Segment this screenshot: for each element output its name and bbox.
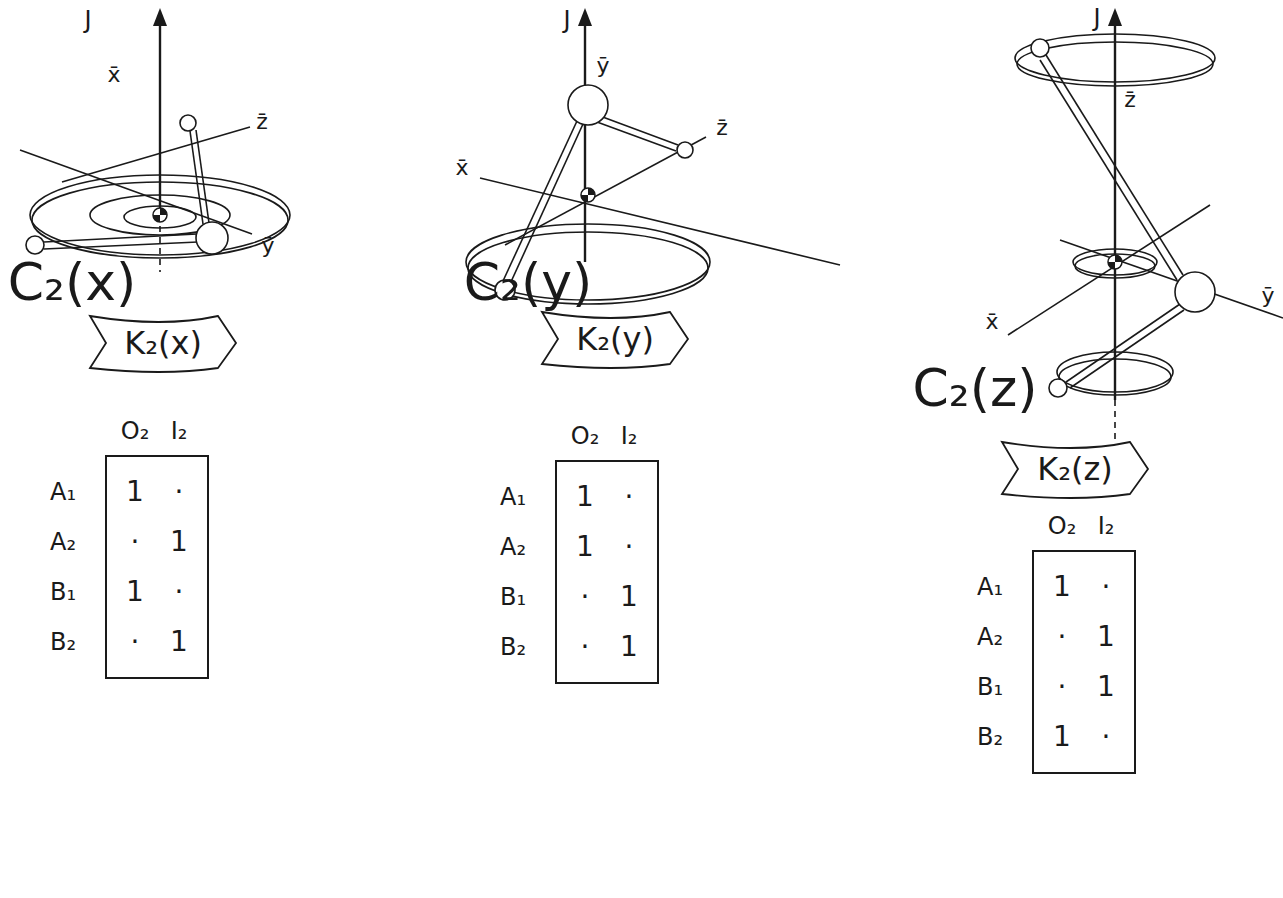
table-cell: 1 [157, 517, 201, 567]
row-label: A₂ [500, 535, 526, 559]
table-cell: 1 [1084, 662, 1128, 712]
column-header: I₂ [621, 424, 638, 448]
axis-label: ȳ [596, 55, 609, 77]
axis-label: z̄ [1124, 89, 1136, 111]
axis-label: z̄ [256, 111, 268, 133]
row-label: B₂ [500, 635, 526, 659]
column-header: I₂ [1098, 514, 1115, 538]
table-cell: · [113, 617, 157, 667]
table-cell: · [1084, 712, 1128, 762]
axis-label: J [1093, 6, 1100, 30]
table-cell: · [157, 567, 201, 617]
banner-shape: K₂(y) [540, 308, 690, 370]
table-cell: · [113, 517, 157, 567]
table-cell: 1 [113, 567, 157, 617]
table-cell: 1 [607, 572, 651, 622]
rotation-label: C₂(z) [912, 362, 1037, 414]
row-label: A₁ [977, 575, 1003, 599]
column-header: I₂ [171, 419, 188, 443]
table-cell: · [1040, 612, 1084, 662]
table-cell: 1 [1040, 712, 1084, 762]
banner-shape: K₂(z) [1000, 438, 1150, 500]
operation-label: K₂(y) [576, 323, 654, 355]
table-cell: 1 [563, 522, 607, 572]
table-cell: · [607, 522, 651, 572]
axis-label: J [563, 8, 570, 32]
table-cell: · [563, 572, 607, 622]
character-table: 1·1··1·1 [555, 460, 659, 684]
axis-label: x̄ [455, 157, 468, 179]
table-cell: 1 [157, 617, 201, 667]
banner-outline-path [90, 316, 236, 372]
row-label: A₂ [50, 530, 76, 554]
table-cell: · [157, 467, 201, 517]
character-table: 1··1·11· [1032, 550, 1136, 774]
rotation-label: C₂(x) [8, 256, 137, 308]
table-cell: 1 [1084, 612, 1128, 662]
table-cell: 1 [563, 472, 607, 522]
axis-label: x̄ [107, 64, 120, 86]
axis-label: x̄ [985, 311, 998, 333]
axis-label: ȳ [1261, 285, 1274, 307]
column-header: O₂ [121, 419, 150, 443]
table-cell: 1 [113, 467, 157, 517]
row-label: B₂ [977, 725, 1003, 749]
table-cell: 1 [607, 622, 651, 672]
table-cell: · [1084, 562, 1128, 612]
column-header: O₂ [1048, 514, 1077, 538]
table-cell: 1 [1040, 562, 1084, 612]
row-label: A₁ [500, 485, 526, 509]
operation-label: K₂(x) [124, 327, 202, 359]
column-header: O₂ [571, 424, 600, 448]
operation-label: K₂(z) [1037, 453, 1113, 485]
row-label: B₂ [50, 630, 76, 654]
table-cell: · [1040, 662, 1084, 712]
axis-label: z̄ [716, 117, 728, 139]
row-label: B₁ [50, 580, 76, 604]
row-label: B₁ [500, 585, 526, 609]
rotation-label: C₂(y) [464, 256, 593, 308]
row-label: A₂ [977, 625, 1003, 649]
row-label: B₁ [977, 675, 1003, 699]
banner-shape: K₂(x) [88, 312, 238, 374]
row-label: A₁ [50, 480, 76, 504]
banner-outline-path [542, 312, 688, 368]
character-table: 1··11··1 [105, 455, 209, 679]
banner-outline-path [1002, 442, 1148, 498]
axis-label: ȳ [261, 235, 274, 257]
axis-label: J [84, 8, 91, 32]
table-cell: · [607, 472, 651, 522]
table-cell: · [563, 622, 607, 672]
